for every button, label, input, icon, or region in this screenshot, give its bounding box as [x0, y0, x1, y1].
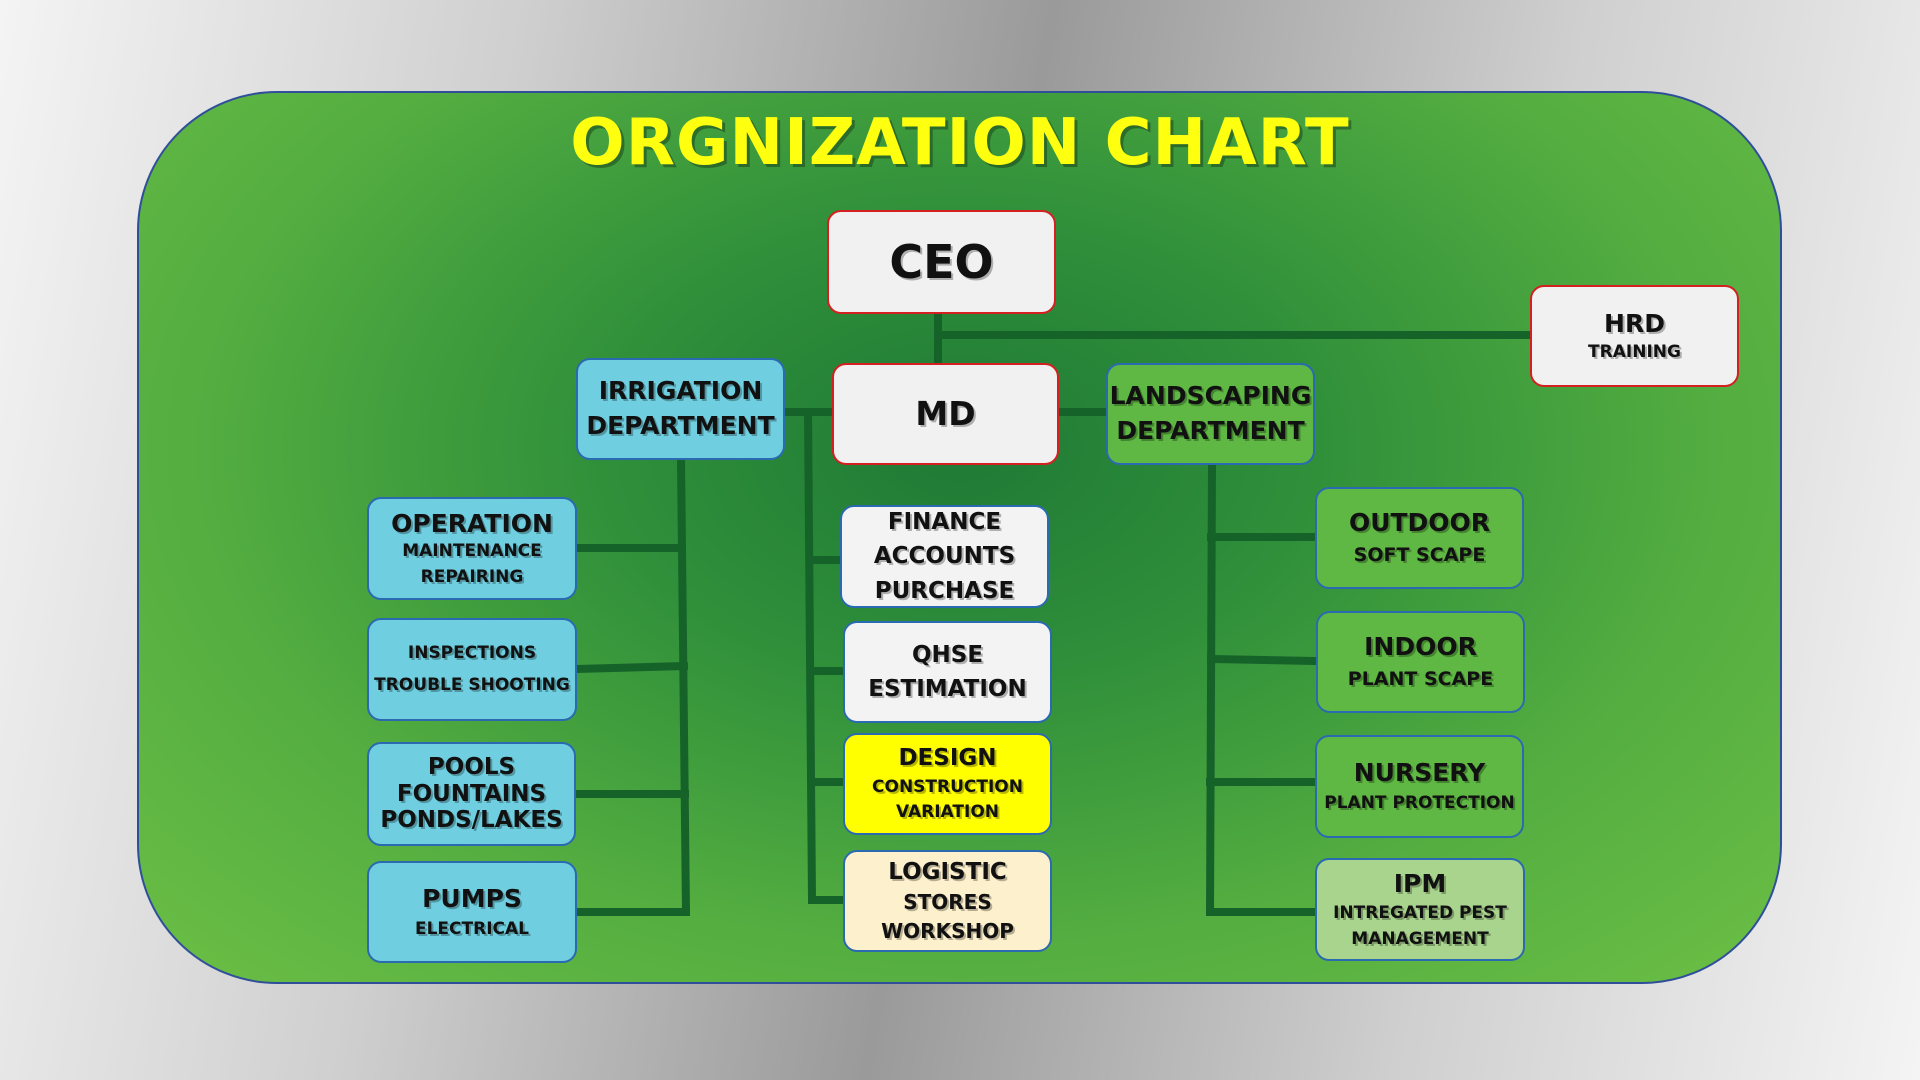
- unit-line: MAINTENANCE: [402, 541, 542, 562]
- landscaping-unit-outdoor[interactable]: OUTDOOR SOFT SCAPE: [1315, 487, 1524, 589]
- unit-title: QHSE: [911, 641, 984, 668]
- unit-line: CONSTRUCTION: [872, 776, 1023, 797]
- landscaping-department-box[interactable]: LANDSCAPING DEPARTMENT: [1106, 363, 1315, 465]
- unit-title: NURSERY: [1353, 758, 1486, 788]
- landscaping-line1: LANDSCAPING: [1109, 381, 1312, 411]
- irrigation-unit-operation[interactable]: OPERATION MAINTENANCE REPAIRING: [367, 497, 577, 600]
- md-box[interactable]: MD: [832, 363, 1059, 465]
- unit-line: VARIATION: [895, 802, 999, 823]
- unit-title: OPERATION: [391, 508, 553, 538]
- unit-line: REPAIRING: [420, 566, 524, 587]
- irrigation-unit-pumps[interactable]: PUMPS ELECTRICAL: [367, 861, 577, 963]
- hrd-sub: TRAINING: [1588, 341, 1681, 362]
- unit-line: INSPECTIONS: [407, 642, 537, 663]
- unit-title: OUTDOOR: [1348, 507, 1491, 537]
- md-label: MD: [915, 394, 976, 434]
- connector-landscaping-indoor: [1206, 654, 1321, 666]
- unit-line: MANAGEMENT: [1351, 928, 1489, 949]
- central-unit-design[interactable]: DESIGN CONSTRUCTION VARIATION: [843, 733, 1052, 835]
- chart-title: ORGNIZATION CHART: [570, 106, 1350, 180]
- unit-line: PLANT PROTECTION: [1324, 793, 1515, 814]
- landscaping-unit-ipm[interactable]: IPM INTREGATED PEST MANAGEMENT: [1315, 858, 1525, 961]
- unit-line: ESTIMATION: [868, 676, 1027, 702]
- hrd-label: HRD: [1604, 308, 1665, 338]
- unit-line: PLANT SCAPE: [1347, 668, 1494, 691]
- unit-title: PUMPS: [422, 883, 522, 913]
- unit-line: FOUNTAINS: [396, 780, 547, 807]
- unit-title: LOGISTIC: [888, 858, 1007, 885]
- connector-central-trunk: [803, 407, 817, 905]
- unit-title: INDOOR: [1364, 631, 1477, 661]
- connector-irrigation-trunk: [676, 454, 691, 917]
- central-unit-qhse[interactable]: QHSE ESTIMATION: [843, 621, 1052, 723]
- unit-line: SOFT SCAPE: [1353, 544, 1486, 567]
- unit-line: STORES: [903, 890, 992, 915]
- unit-title: DESIGN: [898, 745, 997, 772]
- irrigation-line1: IRRIGATION: [598, 376, 763, 406]
- ceo-box[interactable]: CEO: [827, 210, 1056, 314]
- landscaping-line2: DEPARTMENT: [1116, 416, 1305, 445]
- unit-line: ACCOUNTS: [873, 543, 1016, 570]
- central-unit-logistic[interactable]: LOGISTIC STORES WORKSHOP: [843, 850, 1052, 952]
- connector-irrigation-inspections: [571, 661, 689, 674]
- central-unit-finance[interactable]: FINANCE ACCOUNTS PURCHASE: [840, 505, 1049, 608]
- unit-line: INTREGATED PEST: [1333, 903, 1507, 924]
- unit-line: TROUBLE SHOOTING: [374, 674, 570, 695]
- irrigation-department-box[interactable]: IRRIGATION DEPARTMENT: [576, 358, 785, 460]
- irrigation-unit-pools[interactable]: POOLS FOUNTAINS PONDS/LAKES: [367, 742, 576, 846]
- irrigation-unit-inspections[interactable]: INSPECTIONS TROUBLE SHOOTING: [367, 618, 577, 721]
- unit-title: FINANCE: [887, 508, 1002, 535]
- unit-title: IPM: [1393, 868, 1447, 898]
- unit-line: PURCHASE: [874, 577, 1015, 604]
- unit-line: ELECTRICAL: [414, 918, 529, 939]
- ceo-label: CEO: [889, 234, 994, 289]
- unit-line: PONDS/LAKES: [380, 807, 563, 834]
- landscaping-unit-indoor[interactable]: INDOOR PLANT SCAPE: [1316, 611, 1525, 713]
- landscaping-unit-nursery[interactable]: NURSERY PLANT PROTECTION: [1315, 735, 1524, 838]
- connector-landscaping-trunk: [1205, 458, 1217, 917]
- unit-line: POOLS: [427, 754, 516, 781]
- irrigation-line2: DEPARTMENT: [586, 411, 775, 440]
- unit-line: WORKSHOP: [881, 919, 1014, 944]
- hrd-box[interactable]: HRD TRAINING: [1530, 285, 1739, 387]
